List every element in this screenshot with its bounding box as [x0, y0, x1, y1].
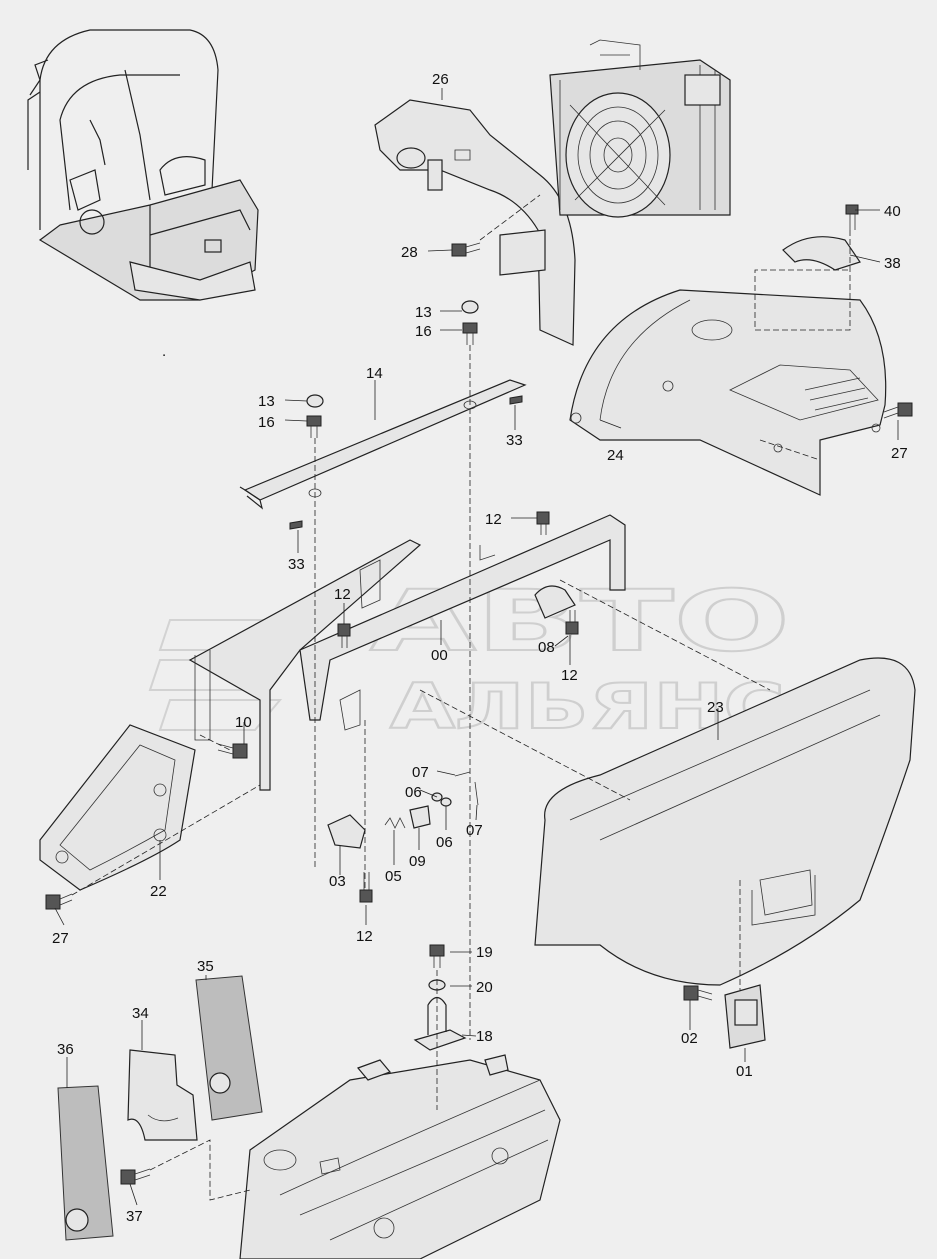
callout-09: 09 [409, 853, 426, 870]
callout-12-c: 12 [561, 667, 578, 684]
callout-13-upper: 13 [415, 304, 432, 321]
part-12-bolt-c [565, 610, 579, 635]
callout-13-left: 13 [258, 393, 275, 410]
callout-28: 28 [401, 244, 418, 261]
part-05-spring [384, 817, 406, 829]
part-28-bolt [451, 242, 481, 257]
part-16-bolt-upper [462, 322, 478, 345]
part-37-bolt [120, 1168, 151, 1185]
part-19-bolt [429, 944, 445, 968]
part-18-bracket [413, 996, 467, 1051]
part-33-clip-left [289, 520, 303, 530]
callout-23: 23 [707, 699, 724, 716]
callout-02: 02 [681, 1030, 698, 1047]
callout-33-right: 33 [506, 432, 523, 449]
callout-18: 18 [476, 1028, 493, 1045]
radiator-fan-assembly [549, 39, 731, 218]
callout-24: 24 [607, 447, 624, 464]
watermark-line1: АВТО [370, 572, 790, 670]
callout-36: 36 [57, 1041, 74, 1058]
svg-text:.: . [162, 343, 166, 360]
part-12-bolt-d [359, 872, 373, 903]
callout-01: 01 [736, 1063, 753, 1080]
leader-lines [54, 88, 899, 1206]
callout-33-left: 33 [288, 556, 305, 573]
callout-10: 10 [235, 714, 252, 731]
part-01-latch-handle [724, 984, 766, 1049]
callout-12-b: 12 [334, 586, 351, 603]
part-27-bolt-right [883, 402, 913, 419]
part-13-grommet-upper [461, 300, 479, 314]
callout-34: 34 [132, 1005, 149, 1022]
callout-05: 05 [385, 868, 402, 885]
part-16-bolt-left [306, 415, 322, 438]
callout-20: 20 [476, 979, 493, 996]
part-40-bolt [845, 204, 859, 230]
callout-12-a: 12 [485, 511, 502, 528]
part-27-bolt-left [45, 893, 73, 910]
callout-08: 08 [538, 639, 555, 656]
part-03-lock-body [327, 814, 366, 849]
part-22-side-panel [39, 724, 196, 891]
part-33-clip-right [509, 395, 523, 405]
part-06-washer-b [440, 797, 452, 807]
part-12-bolt-a [536, 511, 550, 535]
part-00-frame [188, 514, 626, 791]
callout-26: 26 [432, 71, 449, 88]
part-35-insulation-pad [195, 975, 263, 1121]
callout-16-left: 16 [258, 414, 275, 431]
part-07-pin-a [454, 771, 471, 777]
callout-35: 35 [197, 958, 214, 975]
callout-40: 40 [884, 203, 901, 220]
callout-27-right: 27 [891, 445, 908, 462]
part-09-latch [409, 805, 431, 829]
callout-14: 14 [366, 365, 383, 382]
part-12-bolt-b [337, 623, 351, 648]
callout-00: 00 [431, 647, 448, 664]
callout-38: 38 [884, 255, 901, 272]
part-36-insulation-pad [57, 1085, 114, 1241]
part-10-bolt [217, 743, 248, 759]
callout-19: 19 [476, 944, 493, 961]
part-26-muffler-cover [374, 99, 576, 346]
callout-03: 03 [329, 873, 346, 890]
callout-37: 37 [126, 1208, 143, 1225]
counterweight-base [239, 1054, 561, 1259]
callout-22: 22 [150, 883, 167, 900]
callout-07-a: 07 [412, 764, 429, 781]
part-34-gasket-plate [127, 1049, 198, 1141]
part-24-rear-hood [569, 289, 887, 496]
callout-06-a: 06 [405, 784, 422, 801]
excavator-overview-image: . [27, 29, 259, 360]
callout-labels: 26 40 38 28 13 16 14 13 16 33 24 27 12 3… [52, 71, 908, 1225]
part-14-cover-plate [239, 379, 527, 510]
part-23-rear-cover [534, 657, 916, 986]
callout-06-b: 06 [436, 834, 453, 851]
callout-07-b: 07 [466, 822, 483, 839]
part-13-grommet-left [306, 394, 324, 408]
callout-27-left: 27 [52, 930, 69, 947]
callout-12-d: 12 [356, 928, 373, 945]
callout-16-upper: 16 [415, 323, 432, 340]
part-02-bolt [683, 985, 713, 1001]
part-07-pin-b [474, 781, 479, 806]
part-38-bracket [782, 236, 861, 271]
